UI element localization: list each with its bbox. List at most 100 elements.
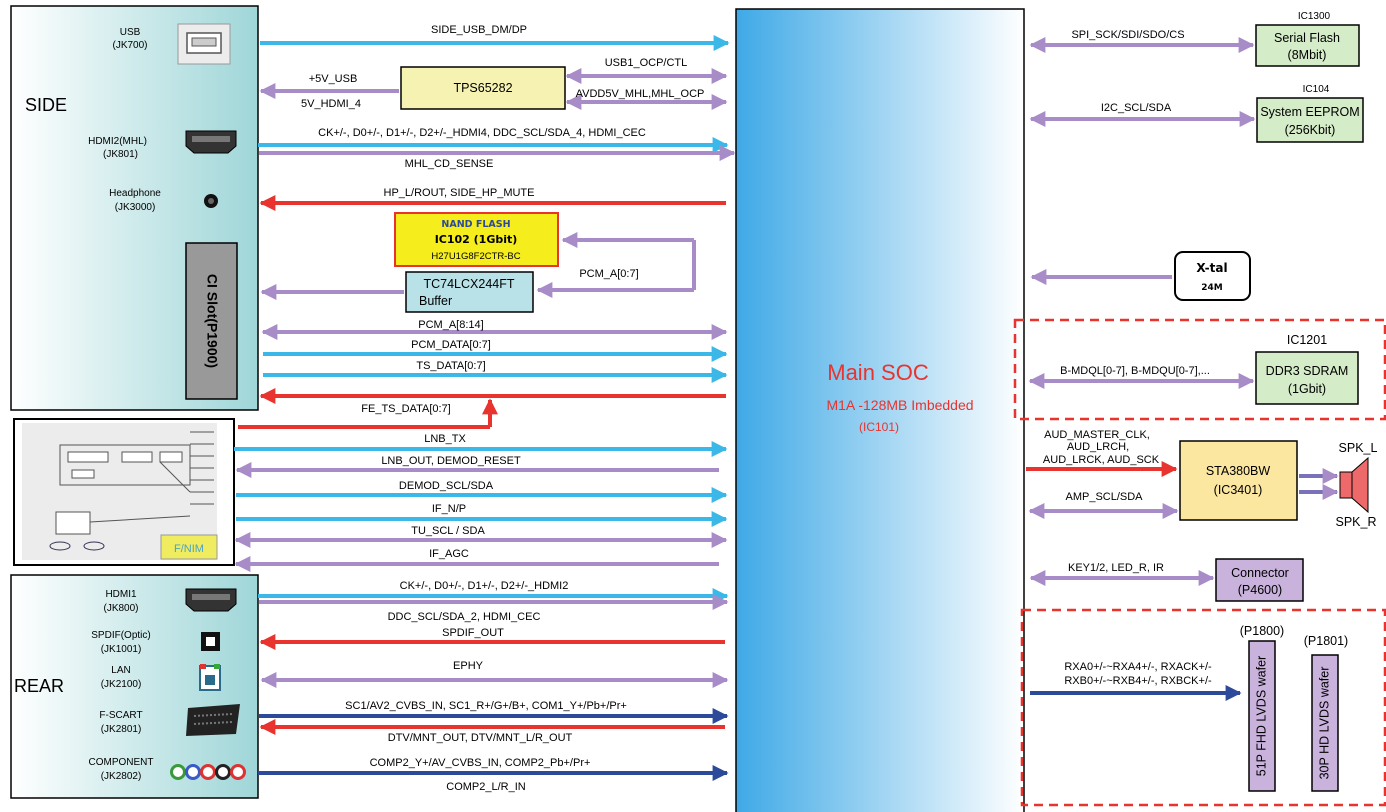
- sig-aud-2: AUD_LRCH,: [1067, 441, 1129, 453]
- audio-amp-ref: (IC3401): [1214, 483, 1263, 497]
- nand-flash-title: NAND FLASH: [441, 219, 510, 230]
- connector-ref: (P4600): [1238, 583, 1282, 597]
- spdif-label: SPDIF(Optic): [91, 630, 150, 641]
- rear-section-label: REAR: [14, 676, 64, 696]
- speaker-icon: [1339, 456, 1369, 514]
- speaker-right-label: SPK_R: [1336, 515, 1377, 529]
- component-jacks-icon: [170, 764, 246, 780]
- optical-port-icon: [201, 632, 220, 651]
- hdmi2-port-icon: [185, 130, 237, 154]
- sig-usb-ocp: USB1_OCP/CTL: [605, 57, 688, 69]
- sig-plus5v-usb: +5V_USB: [309, 73, 358, 85]
- sig-pcm-a814: PCM_A[8:14]: [418, 319, 483, 331]
- sig-comp-lr: COMP2_L/R_IN: [446, 781, 526, 793]
- sig-hp-out: HP_L/ROUT, SIDE_HP_MUTE: [384, 187, 535, 199]
- nand-flash-box: [394, 212, 559, 267]
- lvds-fhd-ref: (P1800): [1240, 624, 1284, 638]
- eeprom-ref: IC104: [1303, 84, 1330, 95]
- headphone-jack-icon: [204, 194, 218, 208]
- sig-pcm-data: PCM_DATA[0:7]: [411, 339, 491, 351]
- nand-flash-part: H27U1G8F2CTR-BC: [431, 251, 520, 262]
- ddr-box: [1255, 351, 1359, 405]
- serial-flash-name: Serial Flash: [1274, 31, 1340, 45]
- buffer-line1: TC74LCX244FT: [423, 277, 514, 291]
- connector-box: [1215, 558, 1304, 602]
- sig-ddc2: DDC_SCL/SDA_2, HDMI_CEC: [388, 611, 541, 623]
- audio-amp-name: STA380BW: [1206, 464, 1271, 478]
- signal-labels: SIDE_USB_DM/DP USB1_OCP/CTL +5V_USB 5V_H…: [301, 24, 1212, 793]
- sig-5v-hdmi: 5V_HDMI_4: [301, 98, 361, 110]
- ci-slot: [185, 242, 238, 400]
- scart-label: F-SCART: [99, 710, 142, 721]
- sig-lnb-tx: LNB_TX: [424, 433, 466, 445]
- sig-aud-1: AUD_MASTER_CLK,: [1044, 429, 1150, 441]
- lvds-hd-wafer: [1311, 654, 1339, 792]
- signal-lines: [234, 35, 736, 781]
- sig-usb: SIDE_USB_DM/DP: [431, 24, 527, 36]
- component-label: COMPONENT: [89, 757, 154, 768]
- soc-subtitle: M1A -128MB Imbedded: [826, 397, 973, 413]
- lvds-fhd-name: 51P FHD LVDS wafer: [1254, 656, 1268, 776]
- sig-if-agc: IF_AGC: [429, 548, 469, 560]
- sig-fe-ts: FE_TS_DATA[0:7]: [361, 403, 450, 415]
- sig-pcm-a07: PCM_A[0:7]: [579, 268, 638, 280]
- hdmi1-label: HDMI1: [105, 589, 137, 600]
- sig-key: KEY1/2, LED_R, IR: [1068, 562, 1164, 574]
- usb-port-icon: [177, 23, 231, 65]
- component-ref: (JK2802): [101, 771, 142, 782]
- serial-flash-box: [1255, 24, 1360, 67]
- headphone-label: Headphone: [109, 188, 161, 199]
- xtal-box: [1174, 251, 1251, 301]
- sig-tu-scl: TU_SCL / SDA: [411, 525, 485, 537]
- lvds-hd-ref: (P1801): [1304, 634, 1348, 648]
- sig-hdmi2-bus: CK+/-, D0+/-, D1+/-, D2+/-_HDMI2: [400, 580, 569, 592]
- lvds-hd-name: 30P HD LVDS wafer: [1317, 667, 1331, 780]
- eeprom-box: [1256, 97, 1364, 143]
- lvds-region: [1020, 608, 1386, 807]
- main-soc: [735, 8, 1025, 812]
- hdmi2-ref: (JK801): [103, 149, 138, 160]
- sig-avdd-mhl: AVDD5V_MHL,MHL_OCP: [576, 88, 705, 100]
- sig-scart-out: DTV/MNT_OUT, DTV/MNT_L/R_OUT: [388, 732, 573, 744]
- xtal-name: X-tal: [1196, 261, 1227, 275]
- ddr-name: DDR3 SDRAM: [1266, 364, 1349, 378]
- tps65282-label: TPS65282: [453, 81, 512, 95]
- sig-demod: DEMOD_SCL/SDA: [399, 480, 494, 492]
- sig-i2c: I2C_SCL/SDA: [1101, 102, 1172, 114]
- headphone-ref: (JK3000): [115, 202, 156, 213]
- sig-lvds-2: RXB0+/-~RXB4+/-, RXBCK+/-: [1064, 675, 1212, 687]
- usb-label: USB: [120, 27, 141, 38]
- sig-if-np: IF_N/P: [432, 503, 466, 515]
- tuner-label: F/NIM: [174, 543, 204, 555]
- sig-mhl-sense: MHL_CD_SENSE: [405, 158, 494, 170]
- signal-lines-right: [1026, 37, 1339, 701]
- scart-ref: (JK2801): [101, 724, 142, 735]
- hdmi2-label: HDMI2(MHL): [88, 136, 147, 147]
- ddr-region: [1013, 318, 1386, 421]
- connector-name: Connector: [1231, 566, 1289, 580]
- sig-ddr-bus: B-MDQL[0-7], B-MDQU[0-7],...: [1060, 365, 1210, 377]
- lan-ref: (JK2100): [101, 679, 142, 690]
- sig-hdmi4-bus: CK+/-, D0+/-, D1+/-, D2+/-_HDMI4, DDC_SC…: [318, 127, 646, 139]
- sig-lnb-out: LNB_OUT, DEMOD_RESET: [381, 455, 521, 467]
- tuner-module: [13, 418, 235, 566]
- hdmi1-port-icon: [185, 588, 237, 612]
- usb-ref: (JK700): [112, 40, 147, 51]
- audio-amp-box: [1179, 440, 1298, 521]
- buffer-line2: Buffer: [419, 294, 452, 308]
- tps65282-box: [400, 66, 566, 110]
- sig-ts-data: TS_DATA[0:7]: [416, 360, 485, 372]
- hdmi1-ref: (JK800): [103, 603, 138, 614]
- sig-lvds-1: RXA0+/-~RXA4+/-, RXACK+/-: [1064, 661, 1212, 673]
- xtal-frequency: 24M: [1201, 283, 1223, 293]
- ci-slot-label: CI Slot(P1900): [204, 274, 220, 368]
- sig-comp-in: COMP2_Y+/AV_CVBS_IN, COMP2_Pb+/Pr+: [370, 757, 591, 769]
- lan-port-icon: [199, 664, 221, 691]
- speaker-left-label: SPK_L: [1339, 441, 1378, 455]
- ddr-size: (1Gbit): [1288, 382, 1326, 396]
- sig-scart-in: SC1/AV2_CVBS_IN, SC1_R+/G+/B+, COM1_Y+/P…: [345, 700, 627, 712]
- sig-spdif-out: SPDIF_OUT: [442, 627, 504, 639]
- scart-port-icon: [186, 704, 240, 736]
- lan-label: LAN: [111, 665, 130, 676]
